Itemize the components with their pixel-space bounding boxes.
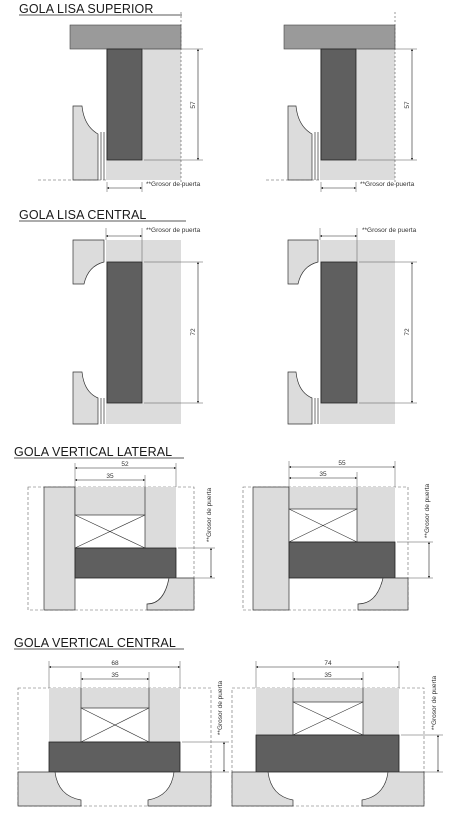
dim-lateral-left-overall: 52: [121, 461, 129, 468]
dim-vcentral-inner: 35: [324, 672, 332, 679]
door-panel: [288, 541, 396, 579]
diagram-superior-right: 57 **Grosor de puerta: [266, 12, 417, 192]
diagram-superior-left: 57 **Grosor de puerta: [38, 12, 203, 192]
door-panel: [74, 547, 177, 579]
diagram-lateral-right: 55 35 **Grosor de puerta: [242, 460, 433, 611]
diagram-vcentral-right: 74 35 **Grosor de puerta: [231, 660, 443, 807]
door-panel: [320, 261, 358, 404]
side-panel: [252, 486, 290, 611]
title-gola-lisa-central: GOLA LISA CENTRAL: [19, 208, 147, 222]
gola-profile-top: [287, 239, 319, 285]
label-door-thickness: **Grosor de puerta: [217, 681, 224, 736]
diagram-vcentral-left: 68 35 **Grosor de puerta: [17, 660, 229, 807]
label-door-thickness: **Grosor de puerta: [431, 676, 438, 731]
diagram-central-left: **Grosor de puerta 72: [72, 227, 203, 425]
label-door-thickness: **Grosor de puerta: [362, 227, 417, 234]
label-door-thickness: **Grosor de puerta: [146, 181, 201, 188]
gola-profile-bottom-left: [231, 771, 294, 807]
label-door-thickness: **Grosor de puerta: [424, 484, 431, 539]
diagram-lateral-left: 52 35 **Grosor de puerta: [27, 461, 215, 611]
label-door-thickness: **Grosor de puerta: [146, 227, 201, 234]
gola-profile-top: [72, 239, 105, 285]
countertop: [283, 24, 396, 50]
gola-profile-bottom: [287, 371, 313, 425]
gola-profile-bottom: [146, 577, 195, 611]
countertop: [69, 24, 182, 50]
dim-central-height: 72: [404, 328, 411, 336]
title-gola-vertical-central: GOLA VERTICAL CENTRAL: [14, 636, 176, 650]
dim-superior-height: 57: [190, 101, 197, 109]
gola-profile-bottom-right: [147, 771, 212, 807]
gola-profile: [287, 105, 313, 181]
title-gola-vertical-lateral: GOLA VERTICAL LATERAL: [14, 445, 173, 459]
diagram-central-right: **Grosor de puerta 72: [287, 227, 417, 425]
gola-profile-bottom: [357, 577, 409, 611]
dim-vcentral-left-overall: 68: [111, 660, 119, 667]
door-panel: [48, 741, 181, 773]
door-panel: [106, 48, 143, 161]
gola-profile-bottom-right: [361, 771, 425, 807]
dim-superior-height: 57: [404, 101, 411, 109]
dim-vcentral-right-overall: 74: [324, 660, 332, 667]
dim-lateral-right-overall: 55: [338, 460, 346, 467]
side-panel: [43, 486, 76, 611]
gola-profile-bottom-left: [17, 771, 82, 807]
label-door-thickness: **Grosor de puerta: [206, 488, 213, 543]
title-gola-lisa-superior: GOLA LISA SUPERIOR: [19, 2, 154, 16]
dim-vcentral-inner: 35: [111, 672, 119, 679]
door-panel: [255, 734, 400, 773]
dim-central-height: 72: [190, 328, 197, 336]
gola-profile: [72, 105, 99, 181]
dim-lateral-inner: 35: [106, 473, 114, 480]
door-panel: [320, 48, 357, 161]
door-panel: [106, 261, 143, 404]
dim-lateral-inner: 35: [319, 471, 327, 478]
label-door-thickness: **Grosor de puerta: [360, 181, 415, 188]
gola-profile-bottom: [72, 371, 99, 425]
